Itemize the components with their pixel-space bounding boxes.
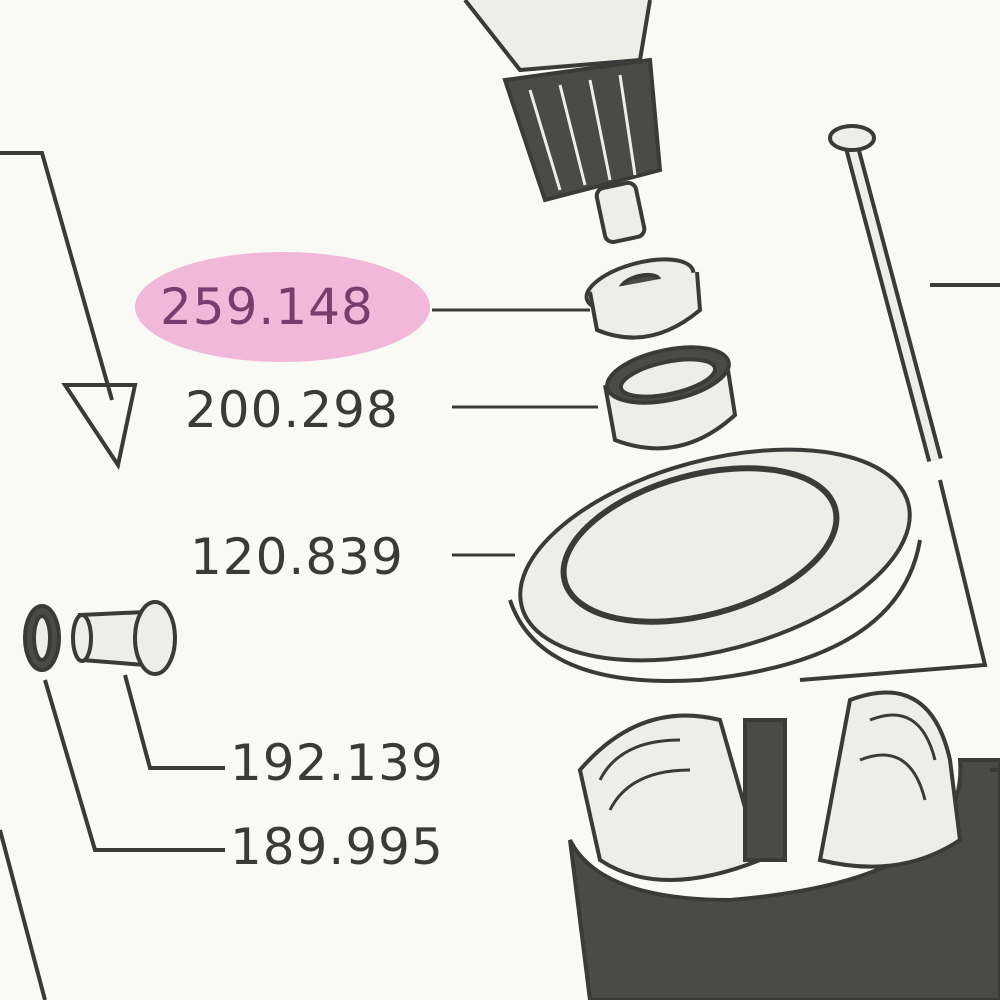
part-label-end-cover[interactable]: 120.839	[190, 528, 404, 586]
direction-arrow	[0, 151, 138, 471]
through-bolt	[799, 124, 1000, 682]
highlight-ellipse	[135, 252, 430, 362]
part-label-washer[interactable]: 189.995	[230, 818, 444, 876]
part-label-bushing[interactable]: 200.298	[185, 381, 399, 439]
part-label-bolt[interactable]: 192.139	[230, 734, 444, 792]
end-cover-part	[508, 447, 922, 683]
frame-edge	[0, 829, 47, 1000]
bolt-part	[71, 600, 225, 770]
leader-lines	[432, 308, 598, 557]
rotor-shaft	[463, 0, 663, 245]
bushing-part	[603, 345, 738, 451]
bearing-part	[584, 257, 703, 340]
part-label-bearing[interactable]: 259.148	[160, 278, 374, 336]
stator-housing	[568, 690, 1000, 1000]
washer-part	[23, 604, 225, 852]
